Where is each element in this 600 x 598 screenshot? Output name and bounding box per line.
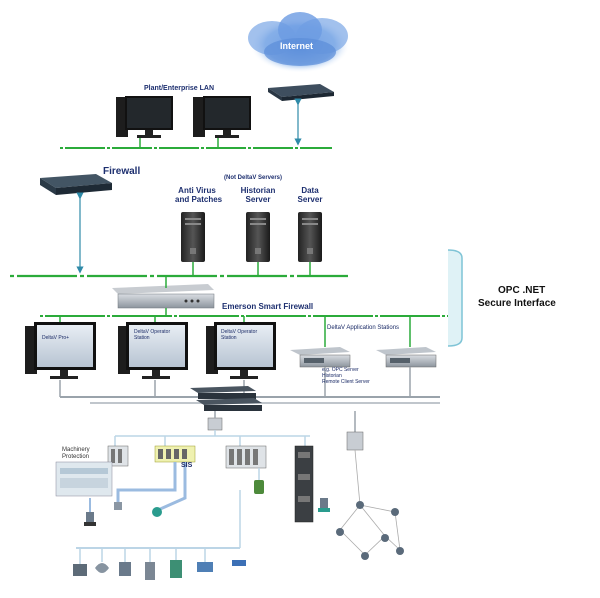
operator-station-2-line1: DeltaV Operator [221, 329, 258, 335]
fieldbus-device-1-icon [73, 548, 87, 576]
emerson-smart-firewall-icon [112, 284, 215, 309]
sis-valve-icon [152, 507, 162, 517]
not-deltav-servers-label: (Not DeltaV Servers) [224, 175, 283, 181]
emerson-smart-firewall-label: Emerson Smart Firewall [222, 302, 314, 311]
application-examples-label: e.g. OPC Server Historian Remote Client … [322, 367, 370, 385]
fieldbus-device-6-icon [197, 548, 213, 572]
machinery-protection-rack-icon [55, 461, 113, 497]
internet-cloud-icon [248, 12, 350, 73]
enterprise-workstation-1-icon [116, 96, 173, 138]
machinery-protection-line2: Protection [62, 454, 90, 460]
historian-server-icon [246, 212, 270, 262]
historian-label: Historian Server [238, 186, 278, 204]
example-remote-client-server: Remote Client Server [322, 379, 370, 385]
deltav-operator-station-2-icon [206, 322, 276, 379]
enterprise-lan-label: Plant/Enterprise LAN [144, 85, 215, 92]
sensor-icon [114, 502, 122, 510]
firewall-appliance-icon [40, 174, 112, 195]
deltav-operator-station-1-icon [118, 322, 188, 379]
wireless-mesh-network [336, 449, 404, 560]
internet-router-icon [268, 84, 334, 101]
sis-controller-icon [154, 445, 196, 463]
opc-label-line2: Secure Interface [478, 298, 556, 309]
operator-station-2-label: DeltaV Operator Station [221, 329, 257, 341]
deltav-pro-plus-workstation-icon [25, 322, 96, 379]
control-cabinet-icon [294, 445, 314, 523]
historian-label-line1: Historian [240, 186, 276, 195]
fieldbus-device-4-icon [145, 548, 155, 580]
operator-station-1-line1: DeltaV Operator [134, 329, 171, 335]
enterprise-workstation-2-icon [193, 96, 251, 138]
application-station-server-1-icon [290, 347, 351, 368]
deltav-pro-plus-label: DeltaV Pro+ [42, 335, 70, 341]
fieldbus-device-5-icon [170, 548, 182, 578]
wireless-adapter-icon [254, 480, 264, 494]
controller-1-icon [107, 445, 129, 467]
antivirus-label-line2: and Patches [175, 195, 223, 204]
io-switch-icon [207, 417, 223, 431]
operator-station-2-line2: Station [221, 335, 237, 341]
internet-label: Internet [280, 41, 314, 51]
antivirus-label: Anti Virus and Patches [175, 186, 223, 204]
opc-bracket [447, 249, 463, 347]
machinery-protection-line1: Machinery [62, 447, 90, 453]
wireless-gateway-icon [346, 431, 364, 451]
operator-station-1-label: DeltaV Operator Station [134, 329, 170, 341]
field-transmitter-icon [84, 512, 96, 526]
data-server-label: Data Server [292, 186, 328, 204]
opc-interface-label: OPC .NET Secure Interface [478, 284, 556, 310]
data-server-icon [298, 212, 322, 262]
fieldbus-device-2-icon [95, 548, 109, 573]
fieldbus-terminator-icon [232, 560, 246, 566]
cabinet-transmitter-icon [318, 498, 330, 512]
sis-label: SIS [181, 462, 193, 469]
operator-station-1-line2: Station [134, 335, 150, 341]
data-server-label-line1: Data [301, 186, 319, 195]
machinery-protection-label: Machinery Protection [62, 447, 90, 461]
data-server-label-line2: Server [297, 195, 323, 204]
antivirus-server-icon [181, 212, 205, 262]
firewall-label: Firewall [103, 166, 141, 177]
example-historian: Historian [322, 373, 342, 379]
fieldbus-device-3-icon [119, 548, 131, 576]
network-switch-icon [190, 386, 262, 411]
application-station-server-2-icon [376, 347, 437, 368]
io-card-rack-icon [225, 445, 267, 469]
historian-label-line2: Server [245, 195, 271, 204]
antivirus-label-line1: Anti Virus [178, 186, 216, 195]
opc-label-line1: OPC .NET [498, 285, 546, 296]
example-opc-server: e.g. OPC Server [322, 367, 359, 373]
deltav-application-stations-label: DeltaV Application Stations [327, 325, 400, 331]
